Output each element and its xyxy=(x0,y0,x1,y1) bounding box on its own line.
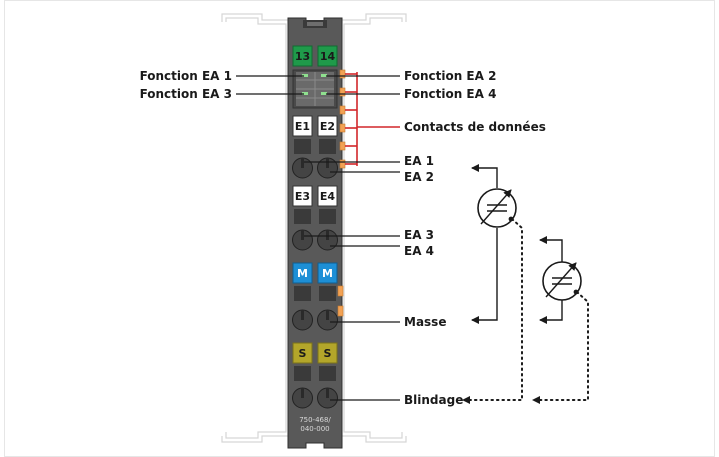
shield-arrow-2 xyxy=(532,396,540,404)
terminal-e4-label: E4 xyxy=(320,190,336,203)
terminal-e2 xyxy=(317,115,338,137)
sensor-1-wiring xyxy=(471,164,498,324)
release-slot-1b xyxy=(319,139,336,154)
terminal-14 xyxy=(317,45,338,67)
release-slot-1a xyxy=(294,139,311,154)
led-ea2 xyxy=(321,74,327,77)
terminal-m2-label: M xyxy=(322,267,333,280)
shield-wiring xyxy=(469,218,589,401)
label-blindage: Blindage xyxy=(404,393,463,407)
terminal-m2 xyxy=(317,262,338,284)
label-masse: Masse xyxy=(404,315,446,329)
led-ea4 xyxy=(321,92,327,95)
led-ea3 xyxy=(302,92,308,95)
terminal-e3-label: E3 xyxy=(295,190,310,203)
label-ea2: EA 2 xyxy=(404,170,434,184)
sensor-2-wiring xyxy=(539,236,563,324)
terminal-e1-label: E1 xyxy=(295,120,310,133)
shield-arrow-1 xyxy=(462,396,470,404)
terminal-e1 xyxy=(292,115,313,137)
leader-lines xyxy=(236,75,400,401)
terminal-14-label: 14 xyxy=(320,50,336,63)
sensor-1 xyxy=(477,188,517,228)
terminal-13 xyxy=(292,45,313,67)
terminal-s2-label: S xyxy=(324,347,332,360)
terminal-s2 xyxy=(317,342,338,364)
terminal-m1 xyxy=(292,262,313,284)
label-ea4: EA 4 xyxy=(404,244,434,258)
label-contacts: Contacts de données xyxy=(404,120,546,134)
terminal-e3 xyxy=(292,185,313,207)
label-fonction-ea4: Fonction EA 4 xyxy=(404,87,496,101)
terminal-m1-label: M xyxy=(297,267,308,280)
part-number-line2: 040-000 xyxy=(300,425,329,433)
label-fonction-ea3: Fonction EA 3 xyxy=(140,87,232,101)
part-number-line1: 750-468/ xyxy=(299,416,331,424)
terminal-e4 xyxy=(317,185,338,207)
sensor-2 xyxy=(542,261,582,301)
terminal-e2-label: E2 xyxy=(320,120,335,133)
terminal-s1-label: S xyxy=(299,347,307,360)
io-module: 13 14 E1 E2 E3 E4 xyxy=(287,17,343,449)
label-ea3: EA 3 xyxy=(404,228,434,242)
data-contacts-bracket xyxy=(345,72,400,166)
label-fonction-ea2: Fonction EA 2 xyxy=(404,69,496,83)
label-ea1: EA 1 xyxy=(404,154,434,168)
terminal-13-label: 13 xyxy=(295,50,310,63)
led-ea1 xyxy=(302,74,308,77)
label-fonction-ea1: Fonction EA 1 xyxy=(140,69,232,83)
terminal-s1 xyxy=(292,342,313,364)
figure-border xyxy=(4,0,715,457)
